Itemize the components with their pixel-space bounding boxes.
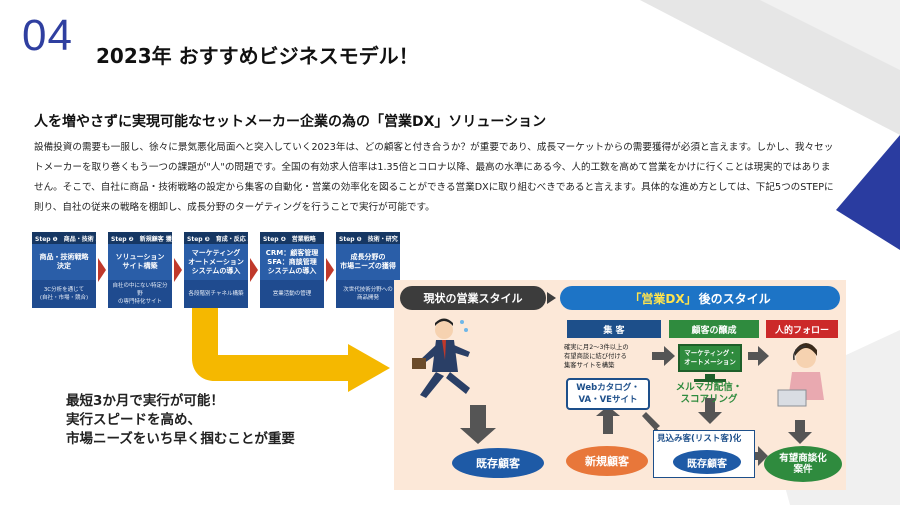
section-number: 04 [22,11,73,60]
after-style-accent: 「営業DX」 [629,291,697,306]
step-3-note: 各段階別チャネル構築 [188,291,244,297]
section-subtitle: 人を増やさずに実現可能なセットメーカー企業の為の「営業DX」ソリューション [34,114,547,130]
step-3-title: マーケティング オートメーション システムの導入 [184,244,248,280]
callout-line-1: 最短3か月で実行が可能！ [66,393,224,409]
step-2-header: Step ❷ 新規顧客 獲得 [108,232,172,244]
after-style-header: 「営業DX」 後のスタイル [560,286,840,310]
step-arrow [326,258,334,282]
current-style-header: 現状の営業スタイル [400,286,546,310]
step-2-title: ソリューション サイト構築 [108,244,172,280]
step-arrow [174,258,182,282]
existing-customers-dx: 既存顧客 [673,450,741,474]
step-2-note: 自社の中にない特定分野 の専門特化サイト [112,283,168,305]
promising-deals: 有望商談化 案件 [764,446,842,482]
monitor-stand [705,374,715,380]
mail-scoring-text: メルマガ配信・ スコアリング [675,382,743,405]
existing-customers-current: 既存顧客 [452,448,544,478]
web-catalog-box: Webカタログ・ VA・VEサイト [566,378,650,410]
step-1: Step ❶ 商品・技術 戦略 商品・技術戦略 決定 3C分析を通じて (自社・… [32,232,96,308]
step-4-note: 営業活動の管理 [272,291,312,297]
step-4-title: CRM：顧客管理 SFA：商談管理 システムの導入 [260,244,324,280]
step-5-note: 次世代技術分野への 商品開発 [343,287,393,301]
step-arrow [250,258,258,282]
step-arrow [98,258,106,282]
callout-line-3: 市場ニーズをいち早く掴むことが重要 [66,431,295,447]
acquisition-note: 確実に月2～3件以上の 有望商談に結び付ける 集客サイトを構築 [564,344,629,369]
step-5: Step ❺ 技術・研究・開発 成長分野の 市場ニーズの獲得 次世代技術分野への… [336,232,400,308]
after-style-rest: 後のスタイル [698,291,771,306]
label-nurturing: 顧客の醸成 [669,320,759,338]
monitor-base [694,379,726,382]
step-5-title: 成長分野の 市場ニーズの獲得 [336,244,400,280]
step-4: Step ❹ 営業戦略 CRM：顧客管理 SFA：商談管理 システムの導入 営業… [260,232,324,308]
step-flow: Step ❶ 商品・技術 戦略 商品・技術戦略 決定 3C分析を通じて (自社・… [32,232,402,308]
page-title: 2023年 おすすめビジネスモデル！ [96,44,419,68]
step-2: Step ❷ 新規顧客 獲得 ソリューション サイト構築 自社の中にない特定分野… [108,232,172,308]
callout-text: 最短3か月で実行が可能！ 実行スピードを高め、 市場ニーズをいち早く掴むことが重… [66,392,295,449]
step-1-title: 商品・技術戦略 決定 [32,244,96,280]
step-1-note: 3C分析を通じて (自社・市場・競合) [39,287,89,301]
label-acquisition: 集 客 [567,320,661,338]
section-body: 設備投資の需要も一服し、徐々に景気悪化局面へと突入していく2023年は、どの顧客… [34,142,834,213]
step-5-header: Step ❺ 技術・研究・開発 [336,232,400,244]
header-arrow [547,292,556,304]
step-1-header: Step ❶ 商品・技術 戦略 [32,232,96,244]
label-follow: 人的フォロー [766,320,838,338]
step-3: Step ❸ 育成・反応 戦略 マーケティング オートメーション システムの導入… [184,232,248,308]
new-customers: 新規顧客 [566,446,648,476]
prospect-label: 見込み客(リスト客)化 [657,434,742,444]
callout-line-2: 実行スピードを高め、 [66,412,201,428]
step-4-header: Step ❹ 営業戦略 [260,232,324,244]
ma-monitor-icon: マーケティング・ オートメーション [678,344,742,372]
step-3-header: Step ❸ 育成・反応 戦略 [184,232,248,244]
